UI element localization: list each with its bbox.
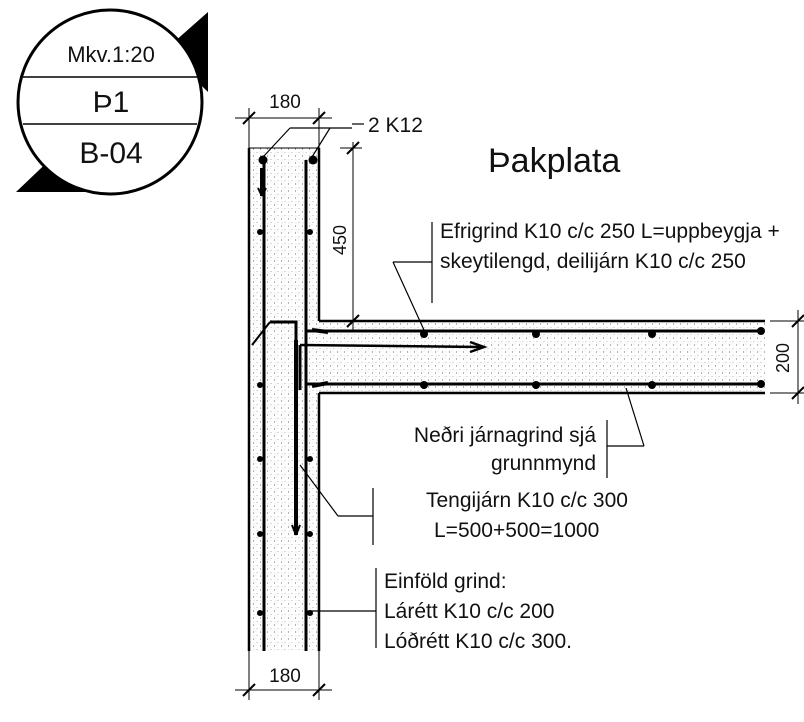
wall-grid-label-3: Lóðrétt K10 c/c 300. bbox=[384, 630, 572, 653]
drawing-heading: Þakplata bbox=[488, 142, 620, 180]
tie-bars-callout bbox=[299, 464, 374, 545]
roof-slab-section bbox=[319, 319, 765, 395]
top-bars-label: 2 K12 bbox=[368, 114, 423, 137]
tie-bars-label-2: L=500+500=1000 bbox=[434, 519, 599, 542]
section-marker: Mkv.1:20 Þ1 B-04 bbox=[16, 8, 208, 196]
wall-reinforcement bbox=[251, 160, 308, 651]
dimension-wall-top bbox=[235, 108, 332, 148]
anchorage-length-label: 450 bbox=[330, 225, 350, 255]
section-label: Þ1 bbox=[93, 86, 130, 119]
wall-grid-callout bbox=[306, 568, 377, 648]
wall-bottom-width-label: 180 bbox=[269, 666, 301, 687]
wall-top-width-label: 180 bbox=[269, 92, 301, 113]
slab-concrete bbox=[319, 321, 765, 393]
top-grid-callout bbox=[392, 222, 433, 331]
dimension-wall-bottom bbox=[235, 651, 332, 700]
section-circle bbox=[16, 8, 204, 196]
scale-label: Mkv.1:20 bbox=[67, 42, 155, 67]
wall-section bbox=[247, 147, 321, 651]
top-bar-left bbox=[258, 155, 268, 165]
slab-bar-dots bbox=[420, 327, 765, 389]
top-bars-callout bbox=[262, 123, 364, 158]
wall-grid-label-2: Lárétt K10 c/c 200 bbox=[384, 600, 554, 623]
dimension-slab-thickness bbox=[770, 310, 804, 404]
dimension-anchorage bbox=[340, 141, 362, 330]
tie-bars-label-1: Tengijárn K10 c/c 300 bbox=[426, 489, 628, 512]
bottom-grid-label-1: Neðri járnagrind sjá bbox=[414, 424, 596, 447]
sheet-label: B-04 bbox=[79, 137, 142, 170]
top-bar-right bbox=[308, 155, 318, 165]
wall-grid-label-1: Einföld grind: bbox=[384, 570, 507, 593]
top-grid-label-1: Efrigrind K10 c/c 250 L=uppbeygja + bbox=[440, 220, 780, 243]
wall-bar-dots bbox=[257, 155, 318, 616]
bottom-grid-callout bbox=[606, 387, 645, 478]
slab-thickness-label: 200 bbox=[773, 343, 793, 373]
wall-concrete bbox=[249, 148, 319, 651]
bottom-grid-label-2: grunnmynd bbox=[491, 452, 596, 475]
top-grid-label-2: skeytilengd, deilijárn K10 c/c 250 bbox=[440, 250, 746, 273]
